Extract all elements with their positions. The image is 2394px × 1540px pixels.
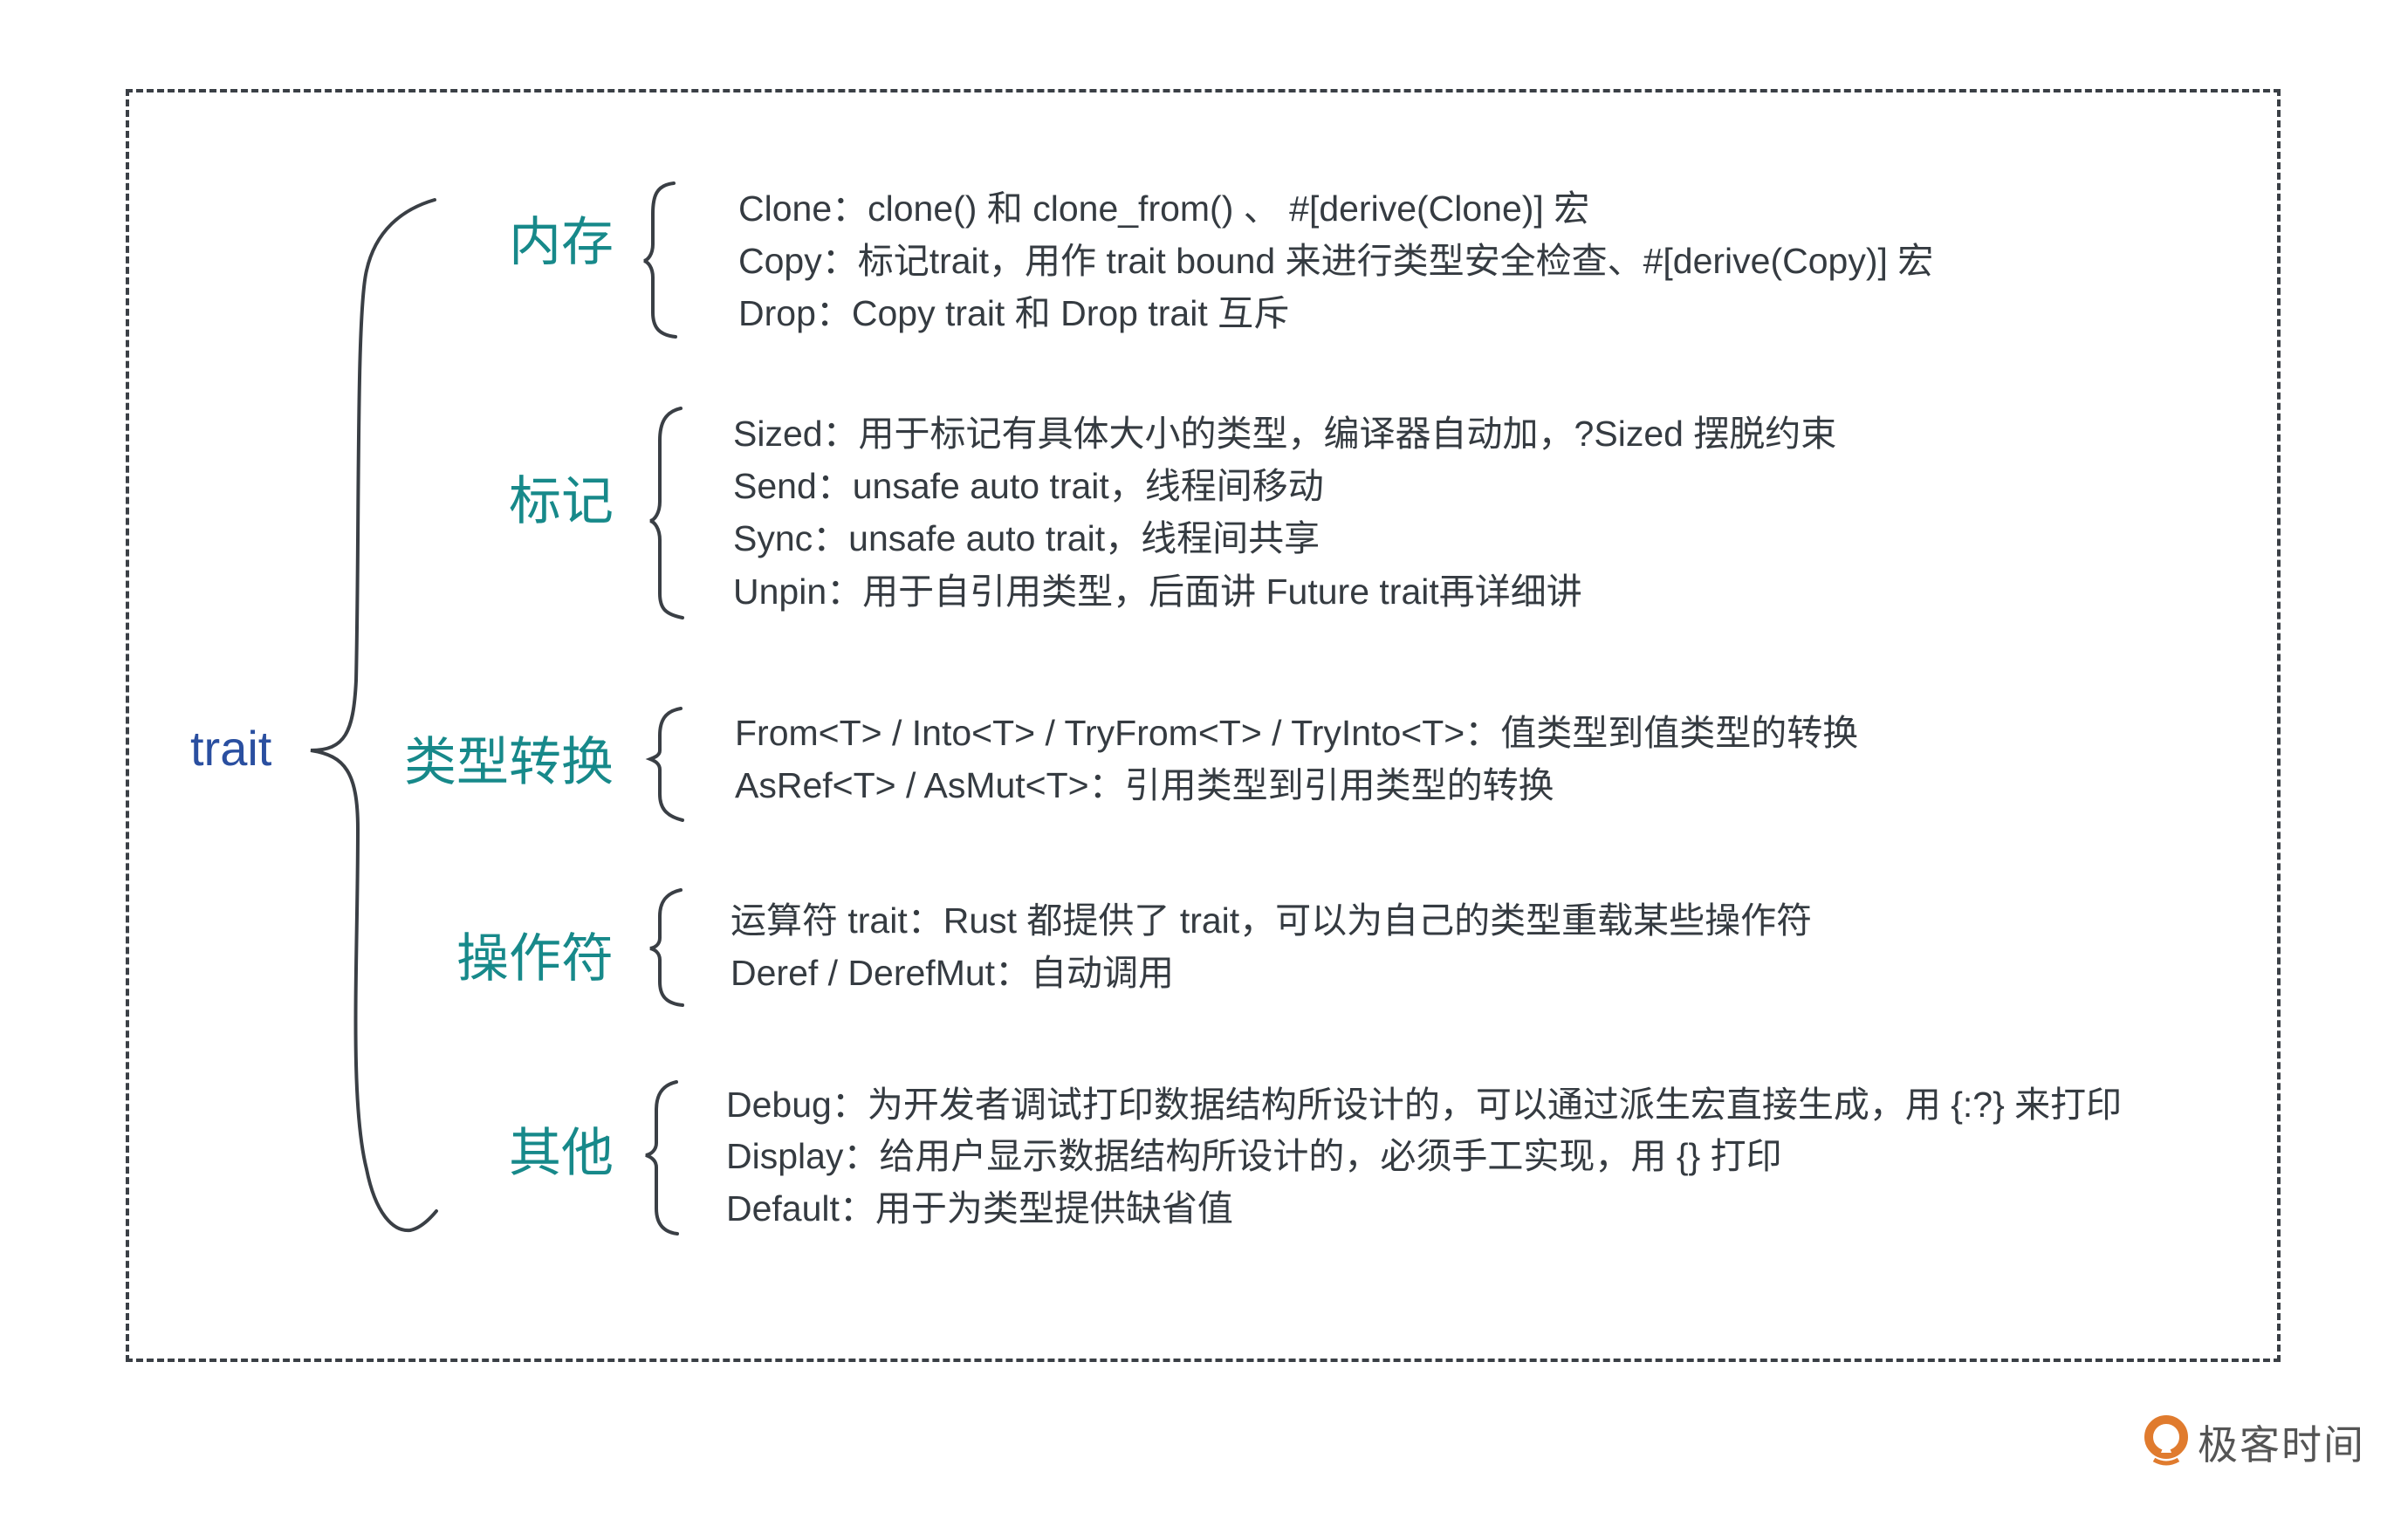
- logo-icon: [2144, 1415, 2188, 1466]
- list-item: Deref / DerefMut：自动调用: [731, 953, 1175, 993]
- main-brace: [310, 198, 438, 1233]
- dashed-frame: [126, 89, 2281, 1362]
- list-item: Debug：为开发者调试打印数据结构所设计的，可以通过派生宏直接生成，用 {:?…: [726, 1085, 2123, 1125]
- list-item: Drop：Copy trait 和 Drop trait 互斥: [738, 293, 1290, 333]
- list-item: From<T> / Into<T> / TryFrom<T> / TryInto…: [735, 713, 1859, 753]
- list-item: Sync：unsafe auto trait，线程间共享: [733, 518, 1320, 558]
- logo-text: 极客时间: [2198, 1422, 2365, 1468]
- list-item: Default：用于为类型提供缺省值: [726, 1188, 1233, 1229]
- root-label: trait: [190, 721, 272, 776]
- brace-conversion: [645, 707, 684, 822]
- geektime-logo: 极客时间: [2144, 1413, 2365, 1471]
- list-item: Send：unsafe auto trait，线程间移动: [733, 466, 1324, 506]
- list-item: Copy：标记trait，用作 trait bound 来进行类型安全检查、#[…: [738, 241, 1934, 281]
- list-item: Clone：clone() 和 clone_from() 、 #[derive(…: [738, 188, 1590, 229]
- list-item: Sized：用于标记有具体大小的类型，编译器自动加，?Sized 摆脱约束: [733, 414, 1837, 454]
- brace-memory: [643, 181, 677, 339]
- category-other: 其他: [509, 1124, 614, 1182]
- list-item: AsRef<T> / AsMut<T>：引用类型到引用类型的转换: [735, 765, 1554, 805]
- category-marker: 标记: [509, 472, 614, 530]
- category-operator: 操作符: [456, 929, 614, 988]
- category-memory: 内存: [509, 213, 614, 271]
- brace-marker: [649, 407, 684, 619]
- brace-operator: [649, 888, 684, 1007]
- list-item: Display：给用户显示数据结构所设计的，必须手工实现，用 {} 打印: [726, 1136, 1782, 1176]
- category-conversion: 类型转换: [404, 733, 614, 791]
- list-item: 运算符 trait：Rust 都提供了 trait，可以为自己的类型重载某些操作…: [731, 900, 1813, 941]
- brace-other: [645, 1080, 679, 1235]
- list-item: Unpin：用于自引用类型，后面讲 Future trait再详细讲: [733, 572, 1582, 612]
